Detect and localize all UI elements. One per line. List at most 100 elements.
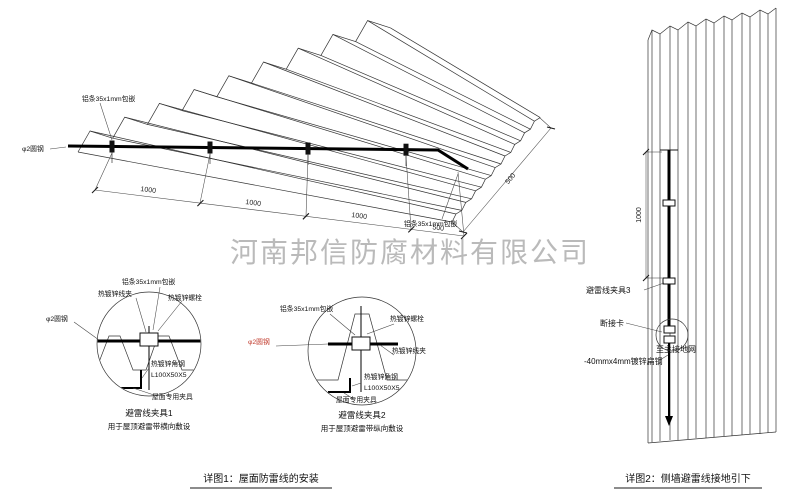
leader-line (275, 343, 329, 347)
wire-clamp (109, 140, 115, 153)
d2-label-angle-steel: 热镀锌角钢 (364, 372, 398, 381)
detail-circle (307, 296, 417, 406)
roof-ridge-line (355, 41, 531, 130)
roof-ridge-line (124, 116, 466, 203)
leader-line (132, 387, 155, 396)
disconnect-link-plate (663, 325, 676, 334)
d1-label-round-steel: φ2圆钢 (46, 314, 68, 323)
d2-label-aluminium: 铝条35x1mm包嵌 (280, 304, 333, 313)
d2-label-clip: 热镀锌线夹 (392, 346, 426, 355)
dim-label-1000: 1000 (245, 199, 261, 208)
d1-label-aluminium: 铝条35x1mm包嵌 (122, 277, 175, 286)
extension-line (199, 153, 211, 204)
wire-clamp-body (139, 332, 159, 347)
leader-line (49, 146, 67, 150)
roof-ridge-line (147, 124, 472, 200)
d1-label-angle-steel: 热镀锌角钢 (151, 359, 185, 368)
wire-clamp (403, 143, 409, 156)
detail-circle (96, 291, 202, 397)
dim-tick (407, 226, 415, 233)
figure-captions: 详图1：屋面防雷线的安装 详图2：侧墙避雷线接地引下 (190, 472, 762, 489)
roof-bottom-dimension: 1000 1000 1000 500 (91, 152, 468, 240)
d1-label-angle-size: L100X50X5 (151, 372, 187, 379)
roof-left-profile (77, 20, 391, 153)
d2-subtitle: 用于屋顶避雷带纵向敷设 (321, 423, 404, 433)
roof-ridge-line (367, 20, 535, 122)
detail-2-clamp: 铝条35x1mm包嵌 热镀锌螺栓 φ2圆钢 热镀锌线夹 热镀锌角钢 L100X5… (248, 296, 426, 433)
extension-line (405, 155, 412, 230)
wall-label-disconnect: 断接卡 (600, 318, 624, 328)
roof-ridge-line (228, 75, 496, 168)
wall-dimension: 1000 (636, 148, 662, 282)
roof-right-dimension: 500 (451, 117, 556, 234)
wall-corrugations (647, 8, 777, 444)
roof-ridge-line (193, 89, 486, 180)
extension-line (457, 171, 465, 237)
dim-label-1000: 1000 (351, 212, 367, 221)
wall-top-edge (647, 7, 777, 41)
roof-ridge-line (286, 68, 511, 153)
dim-tick (642, 148, 650, 156)
roof-ridge-line (77, 151, 453, 223)
roof-label-aluminium-strip-top: 铝条35x1mm包嵌 (82, 94, 135, 103)
wall-dim-label-1000: 1000 (636, 207, 643, 223)
angle-steel (119, 370, 142, 389)
roof-ridge-line (216, 96, 492, 176)
dim-label-500-side: 500 (504, 172, 517, 186)
angle-steel (328, 378, 351, 393)
wall-wire-clamp (662, 199, 676, 207)
dim-tick (642, 274, 650, 282)
wire-clamp (305, 142, 311, 155)
wire-clamp-body (351, 336, 371, 351)
dim-tick (91, 186, 99, 194)
dim-tick (460, 232, 468, 240)
wall-label-flat-steel: -40mmx4mm镀锌扁钢 (584, 356, 663, 366)
lightning-wire (67, 144, 469, 171)
leader-line (329, 313, 356, 336)
leader-line (99, 102, 113, 141)
d2-title: 避雷线夹具2 (338, 410, 386, 420)
extension-line (539, 117, 552, 129)
dimension-line (94, 189, 465, 237)
leader-line (366, 323, 395, 335)
d1-subtitle: 用于屋顶避雷带横向敷设 (108, 421, 191, 431)
leader-line (157, 300, 183, 332)
dimension-line (462, 127, 552, 233)
caption-detail-2: 详图2：侧墙避雷线接地引下 (625, 472, 751, 485)
roof-ridge-line (332, 34, 525, 134)
d2-label-angle-size: L100X50X5 (364, 385, 400, 392)
detail-1-clamp: 热镀锌线夹 铝条35x1mm包嵌 热镀锌螺栓 φ2圆钢 热镀锌角钢 L100X5… (46, 277, 202, 431)
dim-label-500: 500 (432, 224, 445, 232)
dim-label-1000: 1000 (140, 186, 156, 195)
dim-tick (458, 230, 468, 234)
d2-label-roof-fixture: 屋面专用夹具 (336, 395, 377, 404)
corrugation-profile (97, 335, 201, 371)
d1-label-roof-fixture: 屋面专用夹具 (152, 392, 193, 401)
leader-line (135, 297, 147, 333)
leader-line (643, 282, 665, 291)
dim-tick (546, 126, 556, 130)
roof-label-aluminium-strip-bottom: 铝条35x1mm包嵌 (404, 219, 457, 228)
d2-label-bolt: 热镀锌螺栓 (390, 314, 424, 323)
ground-arrow (665, 416, 673, 426)
roof-ridge-line (159, 103, 476, 192)
detail-2-section (308, 306, 416, 393)
dim-tick (302, 212, 310, 220)
extension-line (305, 154, 309, 217)
roof-ridge-line (320, 55, 521, 142)
wire-clamp (207, 141, 213, 154)
leader-line (441, 173, 459, 220)
caption-detail-1: 详图1：屋面防雷线的安装 (203, 472, 319, 485)
leader-line (625, 322, 663, 333)
leader-line (351, 382, 362, 387)
roof-ridge-line (112, 137, 462, 211)
roof-right-profile (451, 117, 541, 223)
d2-label-round-steel: φ2圆钢 (248, 337, 270, 346)
extension-line (451, 221, 464, 233)
leader-line (379, 344, 395, 356)
roof-ridge-line (89, 130, 457, 215)
d1-label-bolt: 热镀锌螺栓 (168, 293, 202, 302)
disconnect-link-plate (663, 335, 676, 344)
